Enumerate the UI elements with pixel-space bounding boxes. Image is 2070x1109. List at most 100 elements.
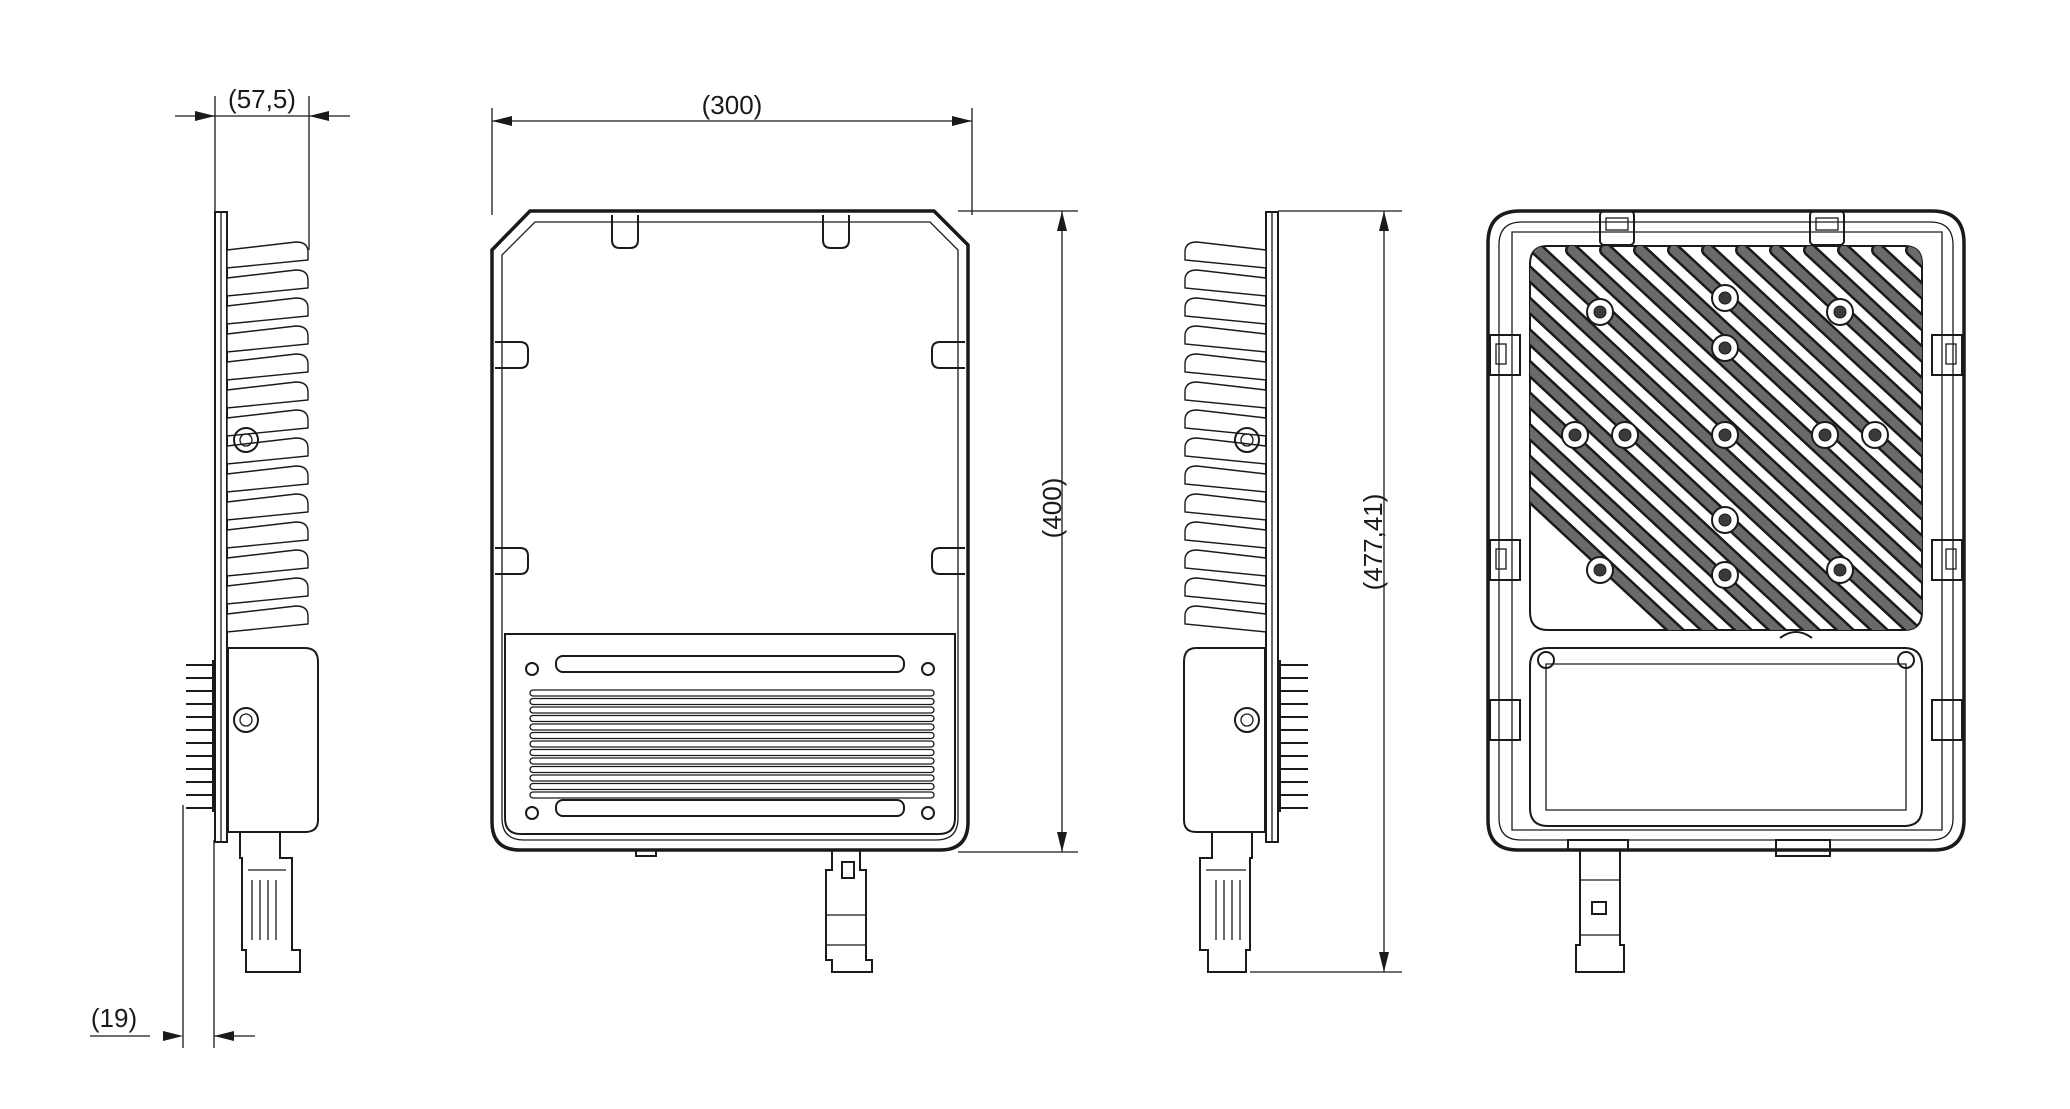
- diagonal-fin-highlight: [1567, 246, 1922, 630]
- mount-point-inner: [239, 713, 253, 727]
- bottom-clip: [1567, 839, 1629, 851]
- diagonal-fin-highlight: [1907, 246, 1922, 630]
- side-fin: [1184, 605, 1267, 633]
- side-fin: [226, 493, 309, 521]
- side-fin: [1184, 269, 1267, 297]
- mounting-boss-hole: [1833, 563, 1847, 577]
- side-fin: [1184, 381, 1267, 409]
- side-clip-detail: [1945, 343, 1957, 365]
- side-clip: [1489, 539, 1521, 581]
- diagonal-fin-highlight: [1530, 246, 1759, 630]
- arrow-head: [163, 1031, 183, 1041]
- side-fin: [226, 381, 309, 409]
- diagonal-fin-highlight: [1980, 250, 2070, 640]
- mount-tab: [931, 547, 965, 575]
- diagonal-fin: [2048, 250, 2070, 640]
- driver-box: [1183, 647, 1266, 833]
- side-fins-lower: [186, 660, 215, 812]
- driver-box: [227, 647, 319, 833]
- arrow-head: [952, 116, 972, 126]
- side-fin: [226, 465, 309, 493]
- diagonal-fin-highlight: [1530, 246, 1895, 630]
- housing-inner-outline: [501, 221, 959, 841]
- arrow-head: [195, 111, 215, 121]
- screw: [921, 806, 935, 820]
- mounting-boss-hole: [1718, 341, 1732, 355]
- screw: [921, 662, 935, 676]
- driver-fin: [529, 723, 935, 731]
- mount-point-inner: [1240, 433, 1254, 447]
- side-fin: [226, 269, 309, 297]
- side-clip: [1931, 539, 1963, 581]
- diagonal-fin: [2014, 250, 2070, 640]
- side-fins-upper: [226, 241, 309, 633]
- driver-compartment: [1529, 647, 1923, 827]
- mount-point: [1234, 427, 1260, 453]
- driver-fin: [529, 731, 935, 740]
- mount-point: [233, 427, 259, 453]
- side-fin: [226, 549, 309, 577]
- side-fin: [1184, 409, 1267, 437]
- back-view: [1486, 209, 2070, 973]
- top-clip: [1599, 210, 1635, 246]
- side-fin: [226, 241, 309, 269]
- housing-inner-outline: [1498, 221, 1954, 841]
- dim-label-offset: (19): [91, 1003, 137, 1033]
- side-clip: [1931, 334, 1963, 376]
- screw: [525, 662, 539, 676]
- screw: [1897, 651, 1915, 669]
- mounting-boss-hole: [1868, 428, 1882, 442]
- diagonal-fin-highlight: [1805, 246, 1922, 630]
- mounting-boss-hole: [1833, 305, 1847, 319]
- housing-outline: [1486, 209, 1966, 852]
- side-fin: [226, 409, 309, 437]
- mounting-bosses: [1561, 284, 1889, 589]
- side-fin: [226, 577, 309, 605]
- side-fin: [1184, 577, 1267, 605]
- diagonal-fin-highlight: [1530, 246, 1725, 630]
- mount-point-inner: [1240, 713, 1254, 727]
- side-fin: [1184, 437, 1267, 465]
- connector-detail: [841, 861, 855, 879]
- bottom-clip: [1775, 839, 1831, 857]
- diagonal-fin-highlight: [1530, 246, 1861, 630]
- driver-fin: [529, 791, 935, 799]
- driver-fin: [529, 757, 935, 765]
- side-clip-detail: [1495, 548, 1507, 570]
- side-view-right: (477,41): [1183, 210, 1402, 973]
- arrow-head: [214, 1031, 234, 1041]
- diagonal-fin-highlight: [2014, 250, 2070, 640]
- side-fin: [1184, 521, 1267, 549]
- side-clip: [1489, 334, 1521, 376]
- driver-fin: [529, 740, 935, 748]
- notch: [1779, 631, 1813, 639]
- driver-fin: [529, 689, 935, 697]
- side-fin: [226, 521, 309, 549]
- mount-point-inner: [239, 433, 253, 447]
- mount-tab: [495, 547, 529, 575]
- arrow-head: [1057, 211, 1067, 231]
- mounting-boss-hole: [1718, 291, 1732, 305]
- side-fin: [1184, 297, 1267, 325]
- diagonal-fin-highlight: [2048, 250, 2070, 640]
- diagonal-fin: [1905, 246, 1922, 630]
- diagonal-fin-highlight: [1839, 246, 1922, 630]
- driver-fin: [529, 774, 935, 782]
- diagonal-fin: [1980, 250, 2070, 640]
- driver-fin: [529, 706, 935, 714]
- mounting-boss-hole: [1618, 428, 1632, 442]
- mount-tab: [931, 341, 965, 369]
- arrow-head: [1057, 832, 1067, 852]
- side-fin: [226, 297, 309, 325]
- driver-fin-bottom: [555, 799, 905, 817]
- arrow-head: [1379, 211, 1389, 231]
- dim-label-side-depth: (57,5): [228, 84, 296, 114]
- side-clip-detail: [1945, 548, 1957, 570]
- driver-fin: [529, 782, 935, 791]
- arrow-head: [1379, 952, 1389, 972]
- side-clip-detail: [1495, 343, 1507, 365]
- driver-fin: [529, 765, 935, 774]
- diagonal-fin-highlight: [1530, 246, 1922, 630]
